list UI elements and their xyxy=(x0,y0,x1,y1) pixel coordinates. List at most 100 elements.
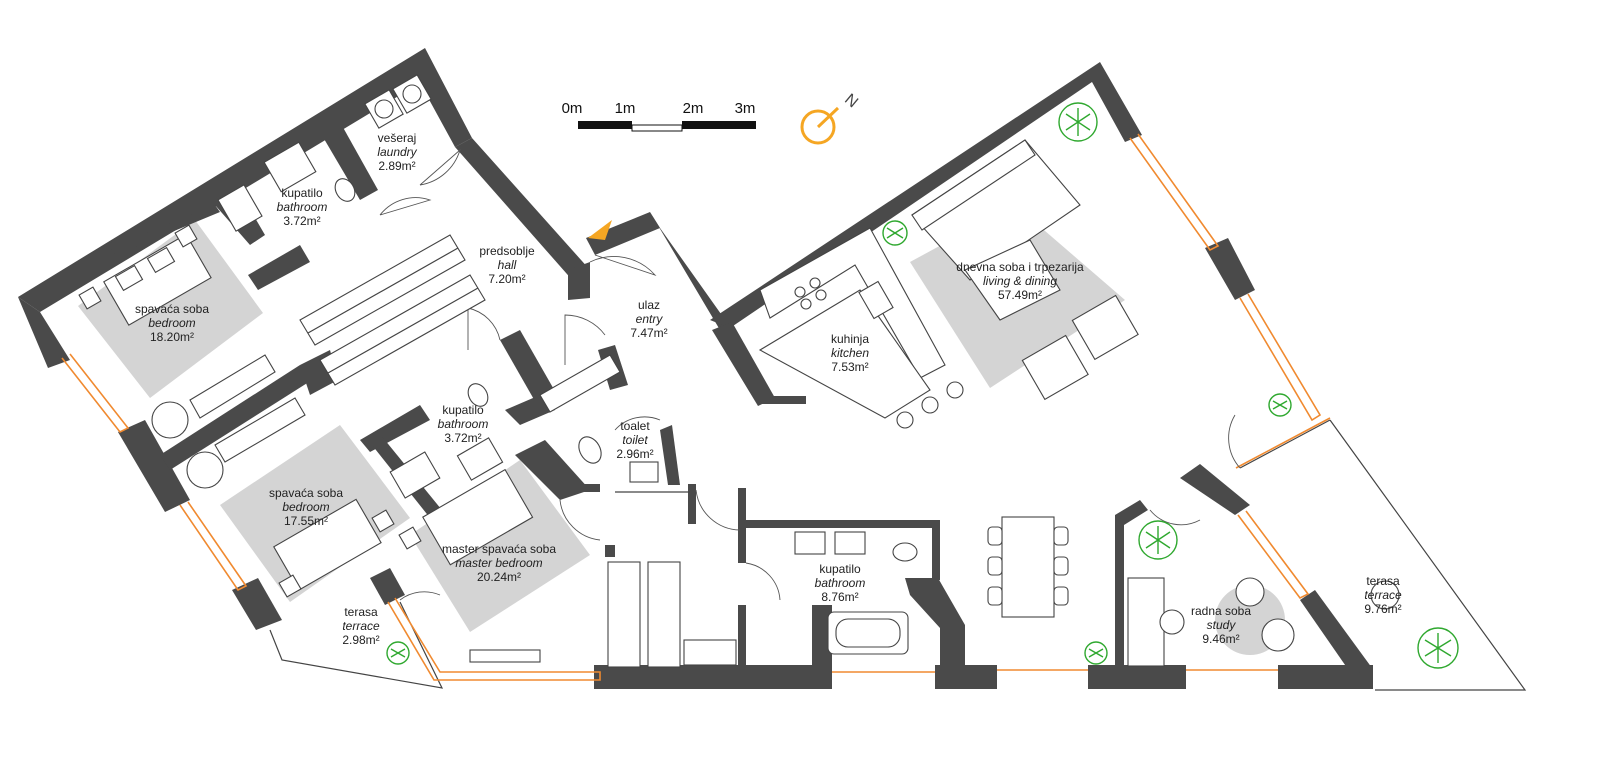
scale-tick-2: 2m xyxy=(683,100,704,117)
bathtub-inner xyxy=(835,618,901,648)
dining-table xyxy=(1001,516,1055,618)
plant-icon xyxy=(1417,627,1459,669)
wall-west xyxy=(18,297,70,368)
scale-bar: 0m 1m 2m 3m xyxy=(562,100,756,132)
room-name: terasa xyxy=(1366,574,1400,588)
wall-kitchen-side xyxy=(712,322,775,406)
room-name-en: living & dining xyxy=(983,274,1057,288)
armchair-l2 xyxy=(1071,294,1139,361)
wall-entry-top xyxy=(586,212,660,255)
room-name-en: terrace xyxy=(342,619,380,633)
room-name: spavaća soba xyxy=(269,486,343,500)
room-study: radna soba study 9.46m² xyxy=(1191,604,1251,646)
wall-south-1 xyxy=(594,665,832,689)
desk-2 xyxy=(214,397,306,463)
wc-toilet xyxy=(578,436,602,464)
room-name-en: bedroom xyxy=(148,316,195,330)
room-laundry: vešeraj laundry 2.89m² xyxy=(377,131,417,173)
room-bedroom-2: spavaća soba bedroom 17.55m² xyxy=(269,486,343,528)
room-name: kupatilo xyxy=(442,403,484,417)
kitchen-sink xyxy=(858,280,894,320)
room-name-en: bathroom xyxy=(277,200,328,214)
armchair-2 xyxy=(186,451,224,489)
zone-master xyxy=(410,460,590,632)
shower-1 xyxy=(263,141,317,193)
room-terrace-2: terasa terrace 9.76m² xyxy=(1364,574,1402,616)
door-bath1 xyxy=(379,197,432,216)
cabinet-1 xyxy=(607,561,641,668)
study-armchair-2 xyxy=(1261,618,1295,652)
room-area: 2.98m² xyxy=(342,633,379,647)
plant-icon xyxy=(386,641,410,665)
plant-icon xyxy=(882,220,908,246)
room-name: vešeraj xyxy=(378,131,417,145)
wall-corridor-stub xyxy=(605,545,615,557)
room-name: predsoblje xyxy=(479,244,535,258)
room-hall: predsoblje hall 7.20m² xyxy=(479,244,535,286)
door-toilet xyxy=(614,416,661,431)
plants xyxy=(386,102,1459,669)
wall-interior-3 xyxy=(320,122,378,200)
cabinet-3 xyxy=(683,639,737,666)
door-corridor xyxy=(695,489,741,531)
entry-arrow-icon xyxy=(588,220,612,240)
room-name: kupatilo xyxy=(281,186,323,200)
room-kitchen: kuhinja kitchen 7.53m² xyxy=(831,332,869,374)
scale-seg-1 xyxy=(578,121,632,129)
pillow-1b xyxy=(146,246,176,274)
wall-kitchen-stub xyxy=(758,396,806,404)
wc-3 xyxy=(892,542,918,562)
terrace-table xyxy=(1370,580,1400,610)
nightstand-2b xyxy=(371,509,395,533)
wc-2 xyxy=(467,383,489,407)
room-living: dnevna soba i trpezarija living & dining… xyxy=(956,260,1084,302)
door-terrace-1 xyxy=(399,591,441,601)
scale-seg-3 xyxy=(682,121,756,129)
door-entry-2 xyxy=(564,314,606,365)
room-name-en: kitchen xyxy=(831,346,869,360)
wall-bath3-pier xyxy=(905,578,965,665)
window-bedroom-2 xyxy=(179,501,248,592)
room-area: 9.76m² xyxy=(1364,602,1401,616)
bench-master xyxy=(469,649,541,663)
chair-d5 xyxy=(1053,556,1069,576)
furniture xyxy=(78,74,1400,668)
pillow-1a xyxy=(114,264,144,292)
wall-living-east-pier xyxy=(1205,238,1255,300)
sofa-back xyxy=(911,139,1036,231)
room-name-en: study xyxy=(1207,618,1237,632)
room-area: 18.20m² xyxy=(150,330,194,344)
hob-4 xyxy=(815,289,827,301)
room-area: 20.24m² xyxy=(477,570,521,584)
room-area: 2.89m² xyxy=(378,159,415,173)
study-partition xyxy=(1239,419,1331,469)
chair-d1 xyxy=(987,526,1003,546)
wc-1 xyxy=(334,178,356,202)
doors xyxy=(379,148,1241,601)
wall-interior-7 xyxy=(360,405,430,452)
wall-interior-10 xyxy=(505,395,555,425)
nightstand-m xyxy=(398,526,422,550)
wall-corridor-right xyxy=(688,484,696,524)
room-area: 2.96m² xyxy=(616,447,653,461)
armchair-1 xyxy=(151,401,189,439)
dryer-drum xyxy=(402,84,422,104)
wardrobe-rail-2 xyxy=(327,287,479,374)
window-master xyxy=(387,597,601,681)
vanity-2 xyxy=(456,437,504,481)
plant-icon xyxy=(1268,393,1292,417)
washer-drum xyxy=(374,99,394,119)
door-master xyxy=(559,499,601,541)
room-bathroom-3: kupatilo bathroom 8.76m² xyxy=(815,562,866,604)
coffee-table xyxy=(964,239,1061,321)
desk-1 xyxy=(189,354,276,419)
chair-d4 xyxy=(1053,526,1069,546)
plant-icon xyxy=(1058,102,1098,142)
wall-bath3-left xyxy=(738,488,746,563)
vanity-1 xyxy=(217,184,263,232)
room-master-bedroom: master spavaća soba master bedroom 20.24… xyxy=(442,542,556,584)
compass-icon: N xyxy=(800,91,861,145)
room-name: kuhinja xyxy=(831,332,869,346)
room-labels: vešeraj laundry 2.89m² kupatilo bathroom… xyxy=(135,131,1402,647)
